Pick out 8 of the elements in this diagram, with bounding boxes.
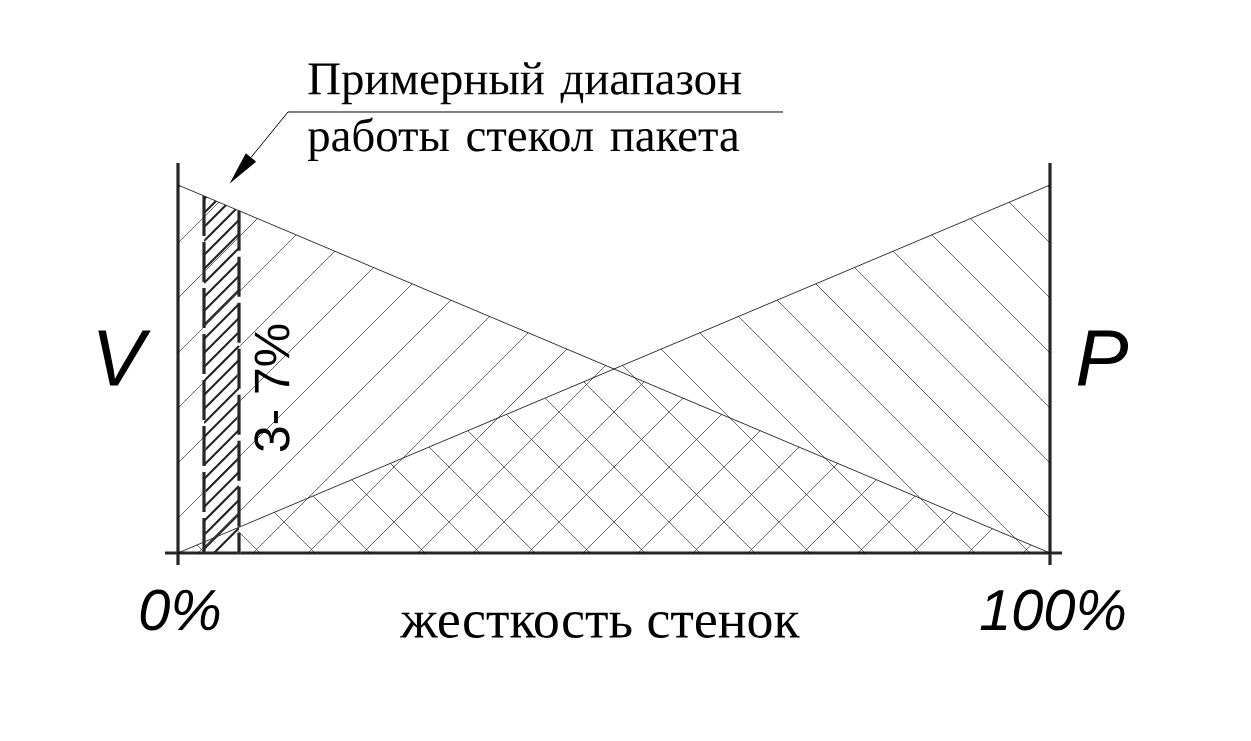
tick-label: 0%: [140, 589, 220, 631]
tick-label: 100%: [980, 589, 1125, 631]
axis-title: жесткость стенок: [400, 612, 800, 638]
leader-arrow: [230, 111, 308, 183]
range-label: 3- 7%: [254, 324, 290, 452]
hatched-band: [202, 196, 241, 553]
axis-letter: P: [1077, 330, 1129, 386]
annotation-text: Примерный диапазон работы стекол пакета: [307, 62, 742, 161]
